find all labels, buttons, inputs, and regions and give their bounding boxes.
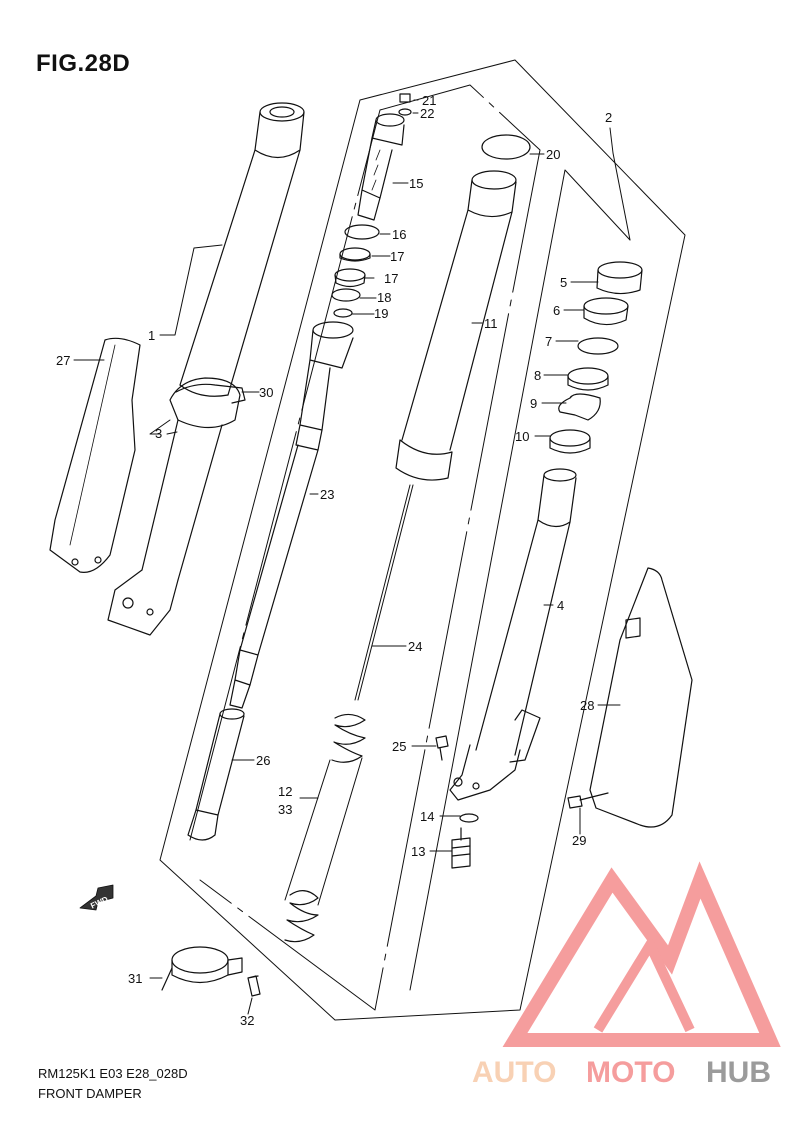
callout-17a: 17 bbox=[390, 249, 404, 264]
oil-lock-26 bbox=[187, 708, 245, 841]
callout-27: 27 bbox=[56, 353, 70, 368]
bushing-17b-body bbox=[334, 274, 366, 288]
outer-tube-assembly-left bbox=[107, 102, 305, 636]
callout-6: 6 bbox=[553, 303, 560, 318]
callout-23: 23 bbox=[320, 487, 334, 502]
callout-31: 31 bbox=[128, 971, 142, 986]
fork-guard-27 bbox=[49, 337, 141, 573]
callout-9: 9 bbox=[530, 396, 537, 411]
watermark-text-auto: AUTO bbox=[472, 1056, 556, 1089]
bolt-29 bbox=[567, 792, 609, 809]
callout-24: 24 bbox=[408, 639, 422, 654]
callout-3: 3 bbox=[155, 426, 162, 441]
callout-32: 32 bbox=[240, 1013, 254, 1028]
watermark-text-moto: MOTO bbox=[586, 1056, 675, 1089]
watermark-text-hub: HUB bbox=[706, 1056, 771, 1089]
callout-21: 21 bbox=[422, 93, 436, 108]
fork-clamp-30 bbox=[175, 383, 246, 404]
callout-25: 25 bbox=[392, 739, 406, 754]
callout-28: 28 bbox=[580, 698, 594, 713]
spring-12 bbox=[284, 713, 366, 943]
bolt-32 bbox=[247, 975, 261, 997]
callout-15: 15 bbox=[409, 176, 423, 191]
callout-14: 14 bbox=[420, 809, 434, 824]
ring-18 bbox=[331, 288, 361, 302]
bushing-17a-body bbox=[339, 253, 371, 262]
assembly-frame-outer bbox=[159, 59, 686, 1021]
fork-guard-28 bbox=[589, 567, 693, 828]
callout-30: 30 bbox=[259, 385, 273, 400]
damper-rod-top-15 bbox=[357, 113, 405, 221]
callout-4: 4 bbox=[557, 598, 564, 613]
callout-7: 7 bbox=[545, 334, 552, 349]
callout-26: 26 bbox=[256, 753, 270, 768]
o-ring-20 bbox=[481, 134, 531, 160]
callout-10: 10 bbox=[515, 429, 529, 444]
callout-12: 12 bbox=[278, 784, 292, 799]
callout-11: 11 bbox=[484, 316, 498, 331]
assembly-frame-right bbox=[409, 169, 631, 991]
callout-33: 33 bbox=[278, 802, 292, 817]
callout-8: 8 bbox=[534, 368, 541, 383]
cylinder-23 bbox=[229, 321, 354, 709]
ring-16 bbox=[344, 224, 380, 240]
callout-19: 19 bbox=[374, 306, 388, 321]
fwd-arrow bbox=[79, 884, 114, 911]
callout-13: 13 bbox=[411, 844, 425, 859]
stopper-ring-9 bbox=[558, 393, 601, 421]
callout-16: 16 bbox=[392, 227, 406, 242]
callout-18: 18 bbox=[377, 290, 391, 305]
callout-29: 29 bbox=[572, 833, 586, 848]
bush-5 bbox=[596, 261, 643, 295]
bolt-13 bbox=[451, 827, 471, 869]
ring-14 bbox=[459, 813, 479, 823]
dust-seal-10 bbox=[549, 429, 591, 454]
callout-labels: 21 22 15 16 17 17 18 19 20 2 11 23 24 26… bbox=[56, 93, 612, 1028]
figure-title: FIG.28D bbox=[36, 50, 131, 77]
callout-20: 20 bbox=[546, 147, 560, 162]
assembly-frame-inner bbox=[189, 84, 541, 1011]
callout-22: 22 bbox=[420, 106, 434, 121]
callout-1: 1 bbox=[148, 328, 155, 343]
section-name: FRONT DAMPER bbox=[38, 1086, 142, 1101]
fwd-arrow-label: FWD bbox=[89, 895, 110, 911]
callout-2: 2 bbox=[605, 110, 612, 125]
callout-17b: 17 bbox=[384, 271, 398, 286]
callout-5: 5 bbox=[560, 275, 567, 290]
watermark-triangle-inner bbox=[593, 934, 695, 1033]
rod-24 bbox=[354, 484, 414, 701]
bush-6 bbox=[583, 297, 629, 326]
model-code: RM125K1 E03 E28_028D bbox=[38, 1066, 188, 1081]
washer-7 bbox=[577, 337, 619, 355]
inner-tube-11 bbox=[395, 170, 517, 481]
bushing-17b bbox=[334, 268, 366, 282]
bolt-25 bbox=[435, 735, 449, 761]
ring-19 bbox=[333, 308, 353, 318]
leader-lines bbox=[73, 99, 631, 1015]
bolt-21-washer-22 bbox=[398, 93, 412, 116]
watermark-logo: AUTO MOTO HUB bbox=[472, 861, 781, 1089]
clamp-31 bbox=[161, 946, 243, 991]
watermark-triangle-outer bbox=[502, 861, 781, 1047]
outer-tube-4 bbox=[449, 468, 577, 801]
bushing-17a bbox=[339, 247, 371, 261]
seal-8 bbox=[567, 367, 609, 391]
